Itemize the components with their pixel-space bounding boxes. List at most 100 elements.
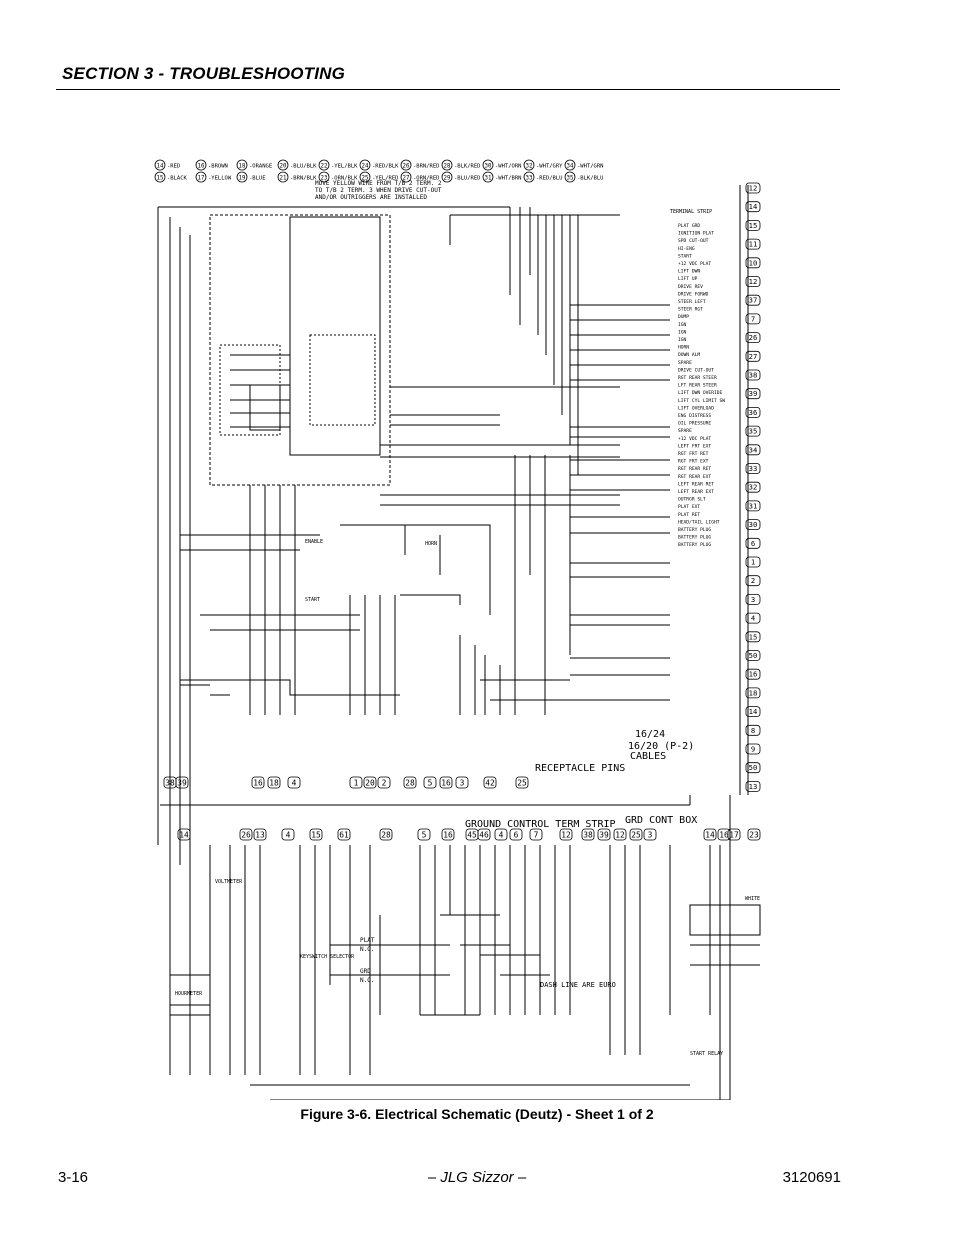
svg-text:37: 37 <box>749 296 758 305</box>
terminal-row-label: LIFT UP <box>678 276 698 282</box>
right-pin: 15 <box>745 220 761 231</box>
right-pin: 37 <box>745 294 761 306</box>
terminal-row-label: DRIVE FORWD <box>678 291 709 297</box>
terminal-row-label: OIL PRESSURE <box>678 421 711 427</box>
svg-text:4: 4 <box>499 830 504 839</box>
terminal-row-label: LIFT DWN OVERIDE <box>678 390 722 396</box>
svg-text:33: 33 <box>526 175 533 181</box>
horn-label: HORN <box>425 541 437 547</box>
ground-strip-pin: 13 <box>253 828 267 841</box>
right-pin: 34 <box>745 444 761 456</box>
terminal-strip-title: TERMINAL STRIP <box>670 209 712 215</box>
legend-wire-color: -BLACK <box>167 176 188 182</box>
legend-wire-color: -BLU/BLK <box>290 164 317 170</box>
terminal-row-label: RGT FRT RET <box>678 451 709 457</box>
receptacle-pin: 39 <box>175 776 189 789</box>
legend-wire-number: 16 <box>195 159 207 171</box>
right-pin: 7 <box>745 313 761 325</box>
terminal-row-label: HORN <box>678 345 689 351</box>
svg-text:7: 7 <box>534 830 539 839</box>
terminal-row-label: RGT REAR RET <box>678 466 711 472</box>
right-pin: 38 <box>745 369 761 381</box>
hourmeter-label: HOURMETER <box>175 991 203 997</box>
svg-text:39: 39 <box>749 389 758 398</box>
svg-text:25: 25 <box>631 830 641 839</box>
svg-text:15: 15 <box>749 221 758 230</box>
svg-text:12: 12 <box>749 277 758 286</box>
terminal-row-label: SPARE <box>678 428 692 434</box>
svg-text:30: 30 <box>485 163 492 169</box>
legend-wire-number: 18 <box>236 159 248 171</box>
terminal-row-label: IGN <box>678 337 687 343</box>
legend-wire-color: -BLK/BLU <box>577 176 604 182</box>
enable-label: ENABLE <box>305 539 323 545</box>
svg-text:28: 28 <box>381 830 391 839</box>
right-pin: 26 <box>745 332 761 344</box>
legend-wire-color: -BLU/RED <box>454 176 481 182</box>
svg-text:38: 38 <box>165 778 175 787</box>
legend-wire-color: -BRN/BLK <box>290 176 317 182</box>
right-pin: 35 <box>745 425 761 437</box>
legend-wire-color: -YELLOW <box>208 176 232 182</box>
right-pin: 15 <box>745 631 761 643</box>
svg-text:50: 50 <box>749 651 758 660</box>
legend-wire-number: 20 <box>277 159 289 171</box>
ground-strip-pin: 3 <box>643 828 657 841</box>
legend-wire-color: -RED/BLK <box>372 164 399 170</box>
terminal-row-label: LIFT CYL LIMIT SW <box>678 398 725 404</box>
svg-text:30: 30 <box>749 520 758 529</box>
terminal-row-label: +12 VDC PLAT <box>678 261 711 267</box>
svg-text:27: 27 <box>403 175 410 181</box>
legend-wire-color: -WHT/BRN <box>495 176 522 182</box>
wiring <box>157 185 761 1100</box>
svg-text:16: 16 <box>443 830 453 839</box>
page-number: 3-16 <box>58 1169 89 1186</box>
legend-wire-color: -YEL/RED <box>372 176 399 182</box>
legend-wire-color: -RED <box>167 164 180 170</box>
terminal-row-label: BATTERY PLUG <box>678 527 711 533</box>
right-pin: 30 <box>745 519 761 531</box>
right-pin: 9 <box>745 743 761 755</box>
legend-wire-number: 34 <box>564 159 576 171</box>
legend-wire-color: -BROWN <box>208 164 228 170</box>
svg-text:2: 2 <box>751 576 755 585</box>
svg-text:6: 6 <box>751 539 755 548</box>
right-pin: 39 <box>745 388 761 400</box>
svg-text:3: 3 <box>460 778 465 787</box>
legend-wire-number: 17 <box>195 171 207 183</box>
svg-text:16: 16 <box>253 778 263 787</box>
right-pin: 36 <box>745 406 761 418</box>
svg-text:16: 16 <box>719 830 729 839</box>
legend-wire-number: 30 <box>482 159 494 171</box>
svg-text:28: 28 <box>405 778 415 787</box>
svg-text:29: 29 <box>444 175 451 181</box>
right-pin: 13 <box>745 781 761 792</box>
right-pin: 31 <box>745 500 761 512</box>
right-pin: 50 <box>745 650 761 661</box>
svg-text:10: 10 <box>749 258 758 267</box>
right-pin: 4 <box>745 612 761 624</box>
svg-text:18: 18 <box>269 778 279 787</box>
legend-wire-number: 35 <box>564 171 576 183</box>
receptacle-pin: 38 <box>163 776 177 789</box>
svg-text:14: 14 <box>749 202 758 211</box>
terminal-row-label: SPD CUT-OUT <box>678 238 709 244</box>
svg-text:4: 4 <box>292 778 297 787</box>
terminal-row-label: OUTRGR SLT <box>678 497 706 503</box>
svg-text:31: 31 <box>749 501 758 510</box>
legend-wire-color: -ORN/RED <box>413 176 440 182</box>
svg-text:31: 31 <box>485 175 492 181</box>
svg-text:61: 61 <box>339 830 349 839</box>
terminal-row-label: IGNITION PLAT <box>678 231 714 237</box>
svg-text:6: 6 <box>514 830 519 839</box>
terminal-row-label: DOWN ALM <box>678 352 700 358</box>
receptacle-pin: 25 <box>515 776 529 789</box>
svg-text:42: 42 <box>485 778 495 787</box>
legend-wire-color: -WHT/GRN <box>577 164 604 170</box>
cable-label: CABLES <box>630 751 666 762</box>
svg-text:20: 20 <box>365 778 375 787</box>
ground-strip-pin: 23 <box>747 828 761 841</box>
plat-label: PLAT <box>360 937 375 944</box>
receptacle-pin: 16 <box>439 776 453 789</box>
section-title: SECTION 3 - TROUBLESHOOTING <box>62 64 346 83</box>
